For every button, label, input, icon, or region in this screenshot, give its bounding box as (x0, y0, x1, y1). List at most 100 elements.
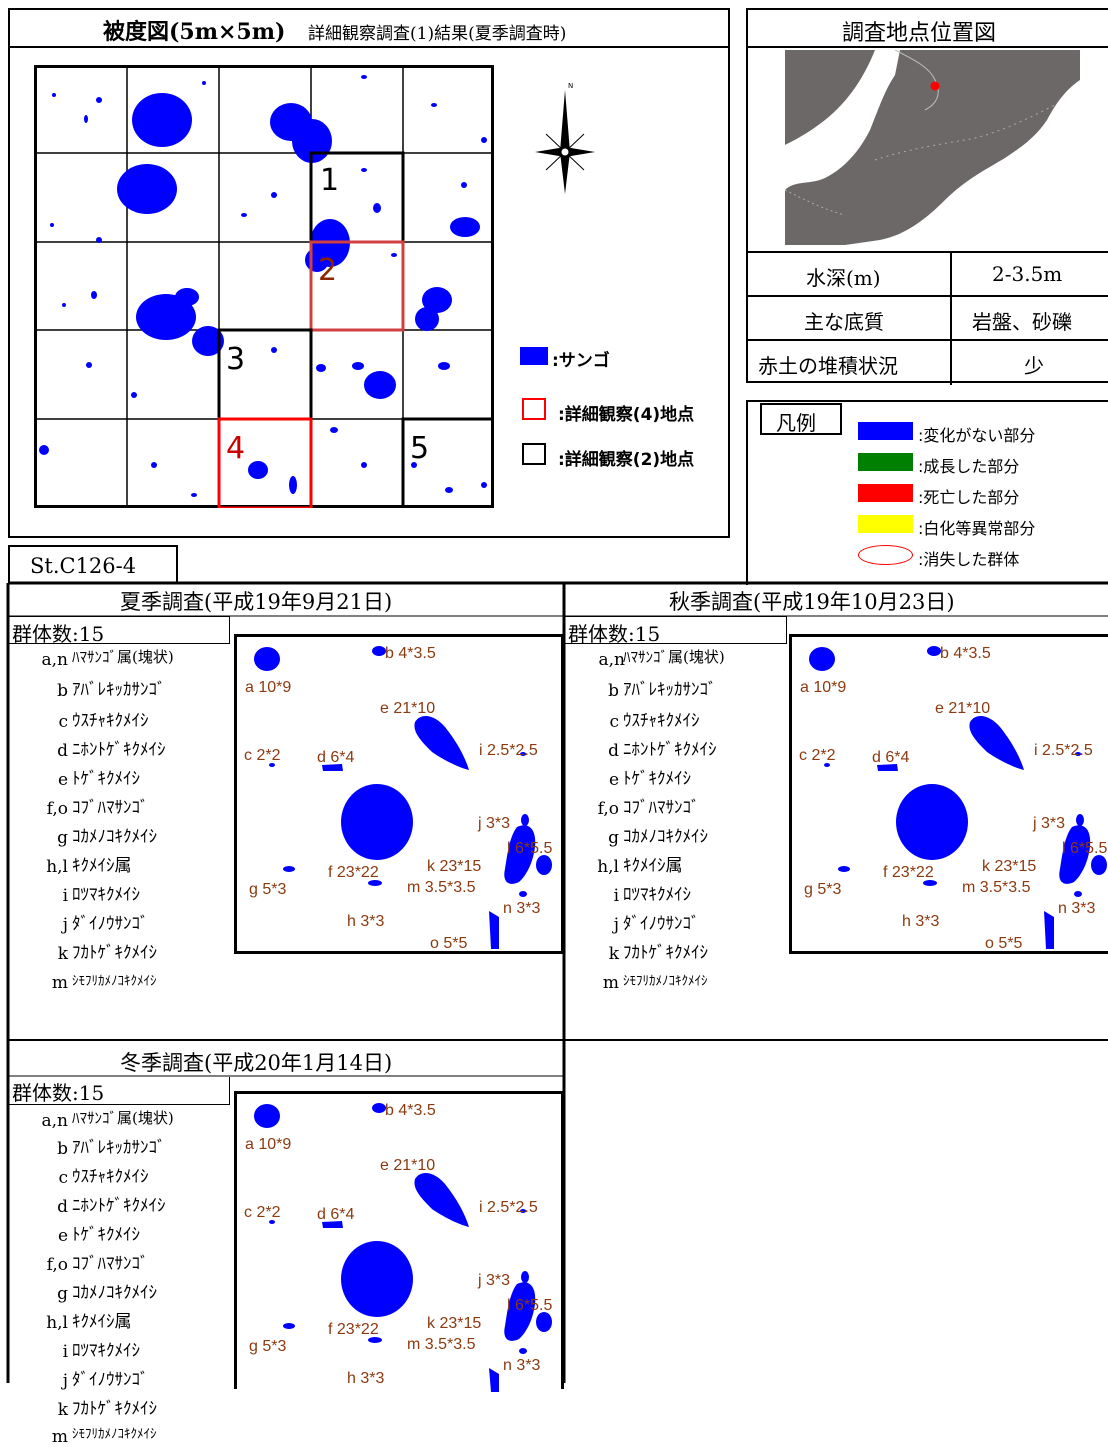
species-name: ﾀﾞｲﾉｳｻﾝｺﾞ (72, 914, 149, 934)
colony-label-c: c 2*2 (244, 747, 281, 764)
species-name: ｳｽﾁｬｷｸﾒｲｼ (623, 711, 700, 731)
species-name: ｳｽﾁｬｷｸﾒｲｼ (72, 711, 149, 731)
species-name: ｼﾓﾌﾘｶﾒﾉｺｷｸﾒｲｼ (72, 1427, 157, 1442)
species-code: h,l (46, 1313, 68, 1333)
cover-grid: 1 2 3 4 5 (34, 65, 494, 508)
species-code: f,o (597, 799, 619, 819)
legend-lost-swatch (858, 545, 913, 565)
species-name: ｱﾊﾞﾚｷｯｶｻﾝｺﾞ (72, 680, 166, 700)
species-name: ﾊﾏｻﾝｺﾞ属(塊状) (72, 648, 174, 666)
colony-label-h: h 3*3 (347, 913, 385, 930)
colony-label-l: l 6*5.5 (507, 840, 553, 857)
colony-label-a: a 10*9 (245, 679, 292, 696)
survey-title: 冬季調査(平成20年1月14日) (120, 1051, 393, 1075)
species-name: ﾌｶﾄｹﾞｷｸﾒｲｼ (623, 943, 708, 963)
species-name: ｺﾌﾞﾊﾏｻﾝｺﾞ (623, 798, 700, 818)
species-name: ﾌｶﾄｹﾞｷｸﾒｲｼ (72, 943, 157, 963)
species-name: ﾛﾂﾏｷｸﾒｲｼ (72, 885, 140, 905)
colony-map: a 10*9 b 4*3.5 e 21*10 c 2*2 d 6*4 i 2.5… (234, 634, 564, 954)
colony-label-e: e 21*10 (380, 1157, 436, 1174)
colony-label-b: b 4*3.5 (385, 645, 436, 662)
colony-count-box: 群体数:15 (8, 1077, 230, 1105)
colony-label-m: m 3.5*3.5 (962, 879, 1031, 896)
species-name: ﾛﾂﾏｷｸﾒｲｼ (72, 1341, 140, 1361)
station-label-box: St.C126-4 (8, 545, 178, 583)
colony-label-g: g 5*3 (804, 881, 842, 898)
species-code: g (608, 828, 619, 848)
colony-label-k: k 23*15 (427, 1315, 482, 1332)
legend-bleached-swatch (858, 515, 913, 533)
station-label: St.C126-4 (30, 554, 137, 578)
species-code: h,l (597, 857, 619, 877)
species-code: m (602, 973, 619, 993)
species-name: ﾆﾎﾝﾄｹﾞｷｸﾒｲｼ (72, 1196, 166, 1216)
location-map-title-bar: 調査地点位置図 (746, 8, 1108, 48)
quadrat-4 (217, 417, 313, 508)
species-code: a,n (41, 650, 69, 670)
legend-detail2-label: :詳細観察(2)地点 (558, 450, 695, 470)
substrate-label: 主な底質 (804, 310, 884, 334)
species-code: b (608, 681, 619, 701)
colony-label-f: f 23*22 (883, 864, 934, 881)
colony-label-l: l 6*5.5 (507, 1297, 553, 1314)
colony-label-g: g 5*3 (249, 1338, 287, 1355)
colony-label-c: c 2*2 (799, 747, 836, 764)
site-info-row-value: 岩盤、砂礫 (952, 297, 1108, 341)
species-name: ｷｸﾒｲｼ属 (72, 856, 132, 876)
species-name: ｺﾌﾞﾊﾏｻﾝｺﾞ (72, 798, 149, 818)
species-name: ﾄｹﾞｷｸﾒｲｼ (72, 769, 140, 789)
location-marker (930, 81, 940, 91)
colony-label-d: d 6*4 (872, 749, 910, 766)
compass-north-label: N (568, 82, 574, 90)
species-name: ｼﾓﾌﾘｶﾒﾉｺｷｸﾒｲｼ (72, 974, 157, 989)
species-name: ﾊﾏｻﾝｺﾞ属(塊状) (72, 1109, 174, 1127)
species-name: ﾄｹﾞｷｸﾒｲｼ (623, 769, 691, 789)
colony-label-b: b 4*3.5 (385, 1102, 436, 1119)
colony-count: 群体数:15 (12, 1081, 105, 1105)
quadrat-number-5: 5 (410, 431, 430, 466)
colony-label-h: h 3*3 (347, 1370, 385, 1387)
species-code: d (608, 741, 619, 761)
legend-dead-label: :死亡した部分 (918, 488, 1020, 507)
species-name: ﾛﾂﾏｷｸﾒｲｼ (623, 885, 691, 905)
species-code: i (613, 886, 619, 906)
depth-label: 水深(m) (806, 266, 881, 290)
legend-coral-swatch (520, 347, 548, 365)
species-name: ﾀﾞｲﾉｳｻﾝｺﾞ (72, 1370, 149, 1390)
colony-label-e: e 21*10 (380, 700, 436, 717)
colony-label-a: a 10*9 (800, 679, 847, 696)
site-info-row-label: 主な底質 (748, 297, 952, 341)
species-code: k (57, 944, 68, 964)
species-code: k (57, 1400, 68, 1420)
species-code: c (609, 712, 619, 732)
colony-label-m: m 3.5*3.5 (407, 1336, 476, 1353)
sediment-label: 赤土の堆積状況 (758, 354, 898, 378)
colony-count: 群体数:15 (12, 622, 105, 646)
legend-coral-label: :サンゴ (552, 351, 610, 371)
species-code: i (62, 886, 68, 906)
colony-label-h: h 3*3 (902, 913, 940, 930)
colony-count-box: 群体数:15 (565, 616, 787, 646)
survey-title: 夏季調査(平成19年9月21日) (120, 590, 393, 614)
quadrat-number-4: 4 (226, 431, 246, 466)
colony-label-k: k 23*15 (982, 858, 1037, 875)
colony-label-j: j 3*3 (1033, 815, 1066, 832)
species-name: ｱﾊﾞﾚｷｯｶｻﾝｺﾞ (72, 1138, 166, 1158)
species-code: m (51, 973, 68, 993)
species-code: h,l (46, 857, 68, 877)
species-code: g (57, 828, 68, 848)
species-name: ｷｸﾒｲｼ属 (72, 1312, 132, 1332)
species-name: ﾄｹﾞｷｸﾒｲｼ (72, 1225, 140, 1245)
change-legend-title: 凡例 (776, 411, 816, 435)
colony-label-f: f 23*22 (328, 864, 379, 881)
colony-label-b: b 4*3.5 (940, 645, 991, 662)
colony-label-a: a 10*9 (245, 1136, 292, 1153)
species-code: a,n (598, 650, 626, 670)
substrate-value: 岩盤、砂礫 (972, 310, 1072, 334)
species-code: k (608, 944, 619, 964)
